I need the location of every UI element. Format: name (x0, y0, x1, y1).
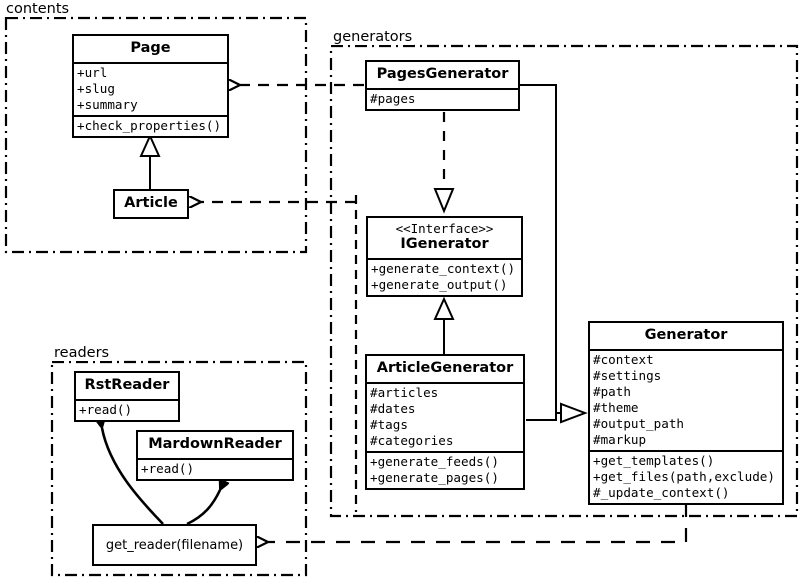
operation-row: +generate_pages() (370, 470, 499, 485)
operation-row: +generate_context() (371, 261, 516, 276)
class-box-rstreader[interactable]: RstReader +read() (74, 371, 180, 422)
class-box-igenerator[interactable]: <<Interface>> IGenerator +generate_conte… (366, 216, 523, 297)
class-name-igenerator: IGenerator (400, 236, 489, 252)
package-label-contents: contents (4, 1, 72, 17)
relationship-getreader-calls-mardownreader (186, 490, 220, 526)
operations-compartment-generator: +get_templates() +get_files(path,exclude… (590, 452, 782, 503)
class-name-rstreader: RstReader (84, 377, 170, 393)
class-box-articlegenerator[interactable]: ArticleGenerator #articles #dates #tags … (365, 354, 525, 490)
relationship-article-generalizes-page (139, 133, 161, 190)
relationship-articlegenerator-realizes-igenerator (433, 296, 455, 355)
operations-compartment-igenerator: +generate_context() +generate_output() (368, 260, 521, 295)
operations-compartment-rstreader: +read() (76, 401, 178, 420)
class-name-pagesgenerator: PagesGenerator (376, 66, 509, 82)
attribute-row: #path (593, 384, 631, 399)
class-name-article: Article (124, 195, 178, 211)
relationship-generator-depends-getreader (268, 503, 688, 542)
attribute-row: #pages (370, 91, 416, 106)
relationship-generators-generalize-generator (520, 84, 588, 424)
attribute-row: #context (593, 352, 654, 367)
operations-compartment-articlegenerator: +generate_feeds() +generate_pages() (367, 453, 523, 488)
relationship-pagesgenerator-realizes-igenerator (433, 112, 455, 214)
attribute-row: +summary (77, 97, 138, 112)
operation-row: +read() (79, 402, 133, 417)
attribute-row: #tags (370, 417, 408, 432)
attributes-compartment-pagesgenerator: #pages (367, 90, 518, 109)
attribute-row: #markup (593, 432, 647, 447)
attribute-row: #articles (370, 385, 439, 400)
operation-row: #_update_context() (593, 485, 730, 500)
package-label-readers: readers (52, 345, 112, 361)
class-box-article[interactable]: Article (113, 189, 189, 219)
attribute-row: +slug (77, 81, 115, 96)
operation-row: +get_files(path,exclude) (593, 469, 775, 484)
attribute-row: #theme (593, 400, 639, 415)
function-box-get-reader[interactable]: get_reader(filename) (92, 524, 257, 566)
attributes-compartment-page: +url +slug +summary (74, 64, 227, 115)
relationship-articlegenerator-depends-article (201, 202, 356, 203)
operations-compartment-mardownreader: +read() (138, 460, 292, 479)
attributes-compartment-articlegenerator: #articles #dates #tags #categories (367, 384, 523, 451)
operation-row: +get_templates() (593, 453, 715, 468)
operations-compartment-page: +check_properties() (74, 117, 227, 136)
class-name-mardownreader: MardownReader (148, 436, 282, 452)
operation-row: +generate_output() (371, 277, 508, 292)
attribute-row: #categories (370, 433, 454, 448)
package-label-generators: generators (331, 29, 415, 45)
attributes-compartment-generator: #context #settings #path #theme #output_… (590, 351, 782, 450)
class-box-page[interactable]: Page +url +slug +summary +check_properti… (72, 34, 229, 138)
class-name-generator: Generator (644, 327, 728, 343)
class-box-generator[interactable]: Generator #context #settings #path #them… (588, 321, 784, 505)
function-label-get-reader: get_reader(filename) (105, 537, 244, 553)
class-name-articlegenerator: ArticleGenerator (376, 360, 514, 376)
class-box-pagesgenerator[interactable]: PagesGenerator #pages (365, 60, 520, 111)
attribute-row: #output_path (593, 416, 684, 431)
operation-row: +generate_feeds() (370, 454, 499, 469)
class-stereotype-igenerator: <<Interface>> (395, 221, 494, 236)
attribute-row: #settings (593, 368, 662, 383)
operation-row: +read() (141, 461, 195, 476)
attribute-row: #dates (370, 401, 416, 416)
class-name-page: Page (130, 40, 171, 56)
attribute-row: +url (77, 65, 108, 80)
operation-row: +check_properties() (77, 118, 222, 133)
class-box-mardownreader[interactable]: MardownReader +read() (136, 430, 294, 481)
